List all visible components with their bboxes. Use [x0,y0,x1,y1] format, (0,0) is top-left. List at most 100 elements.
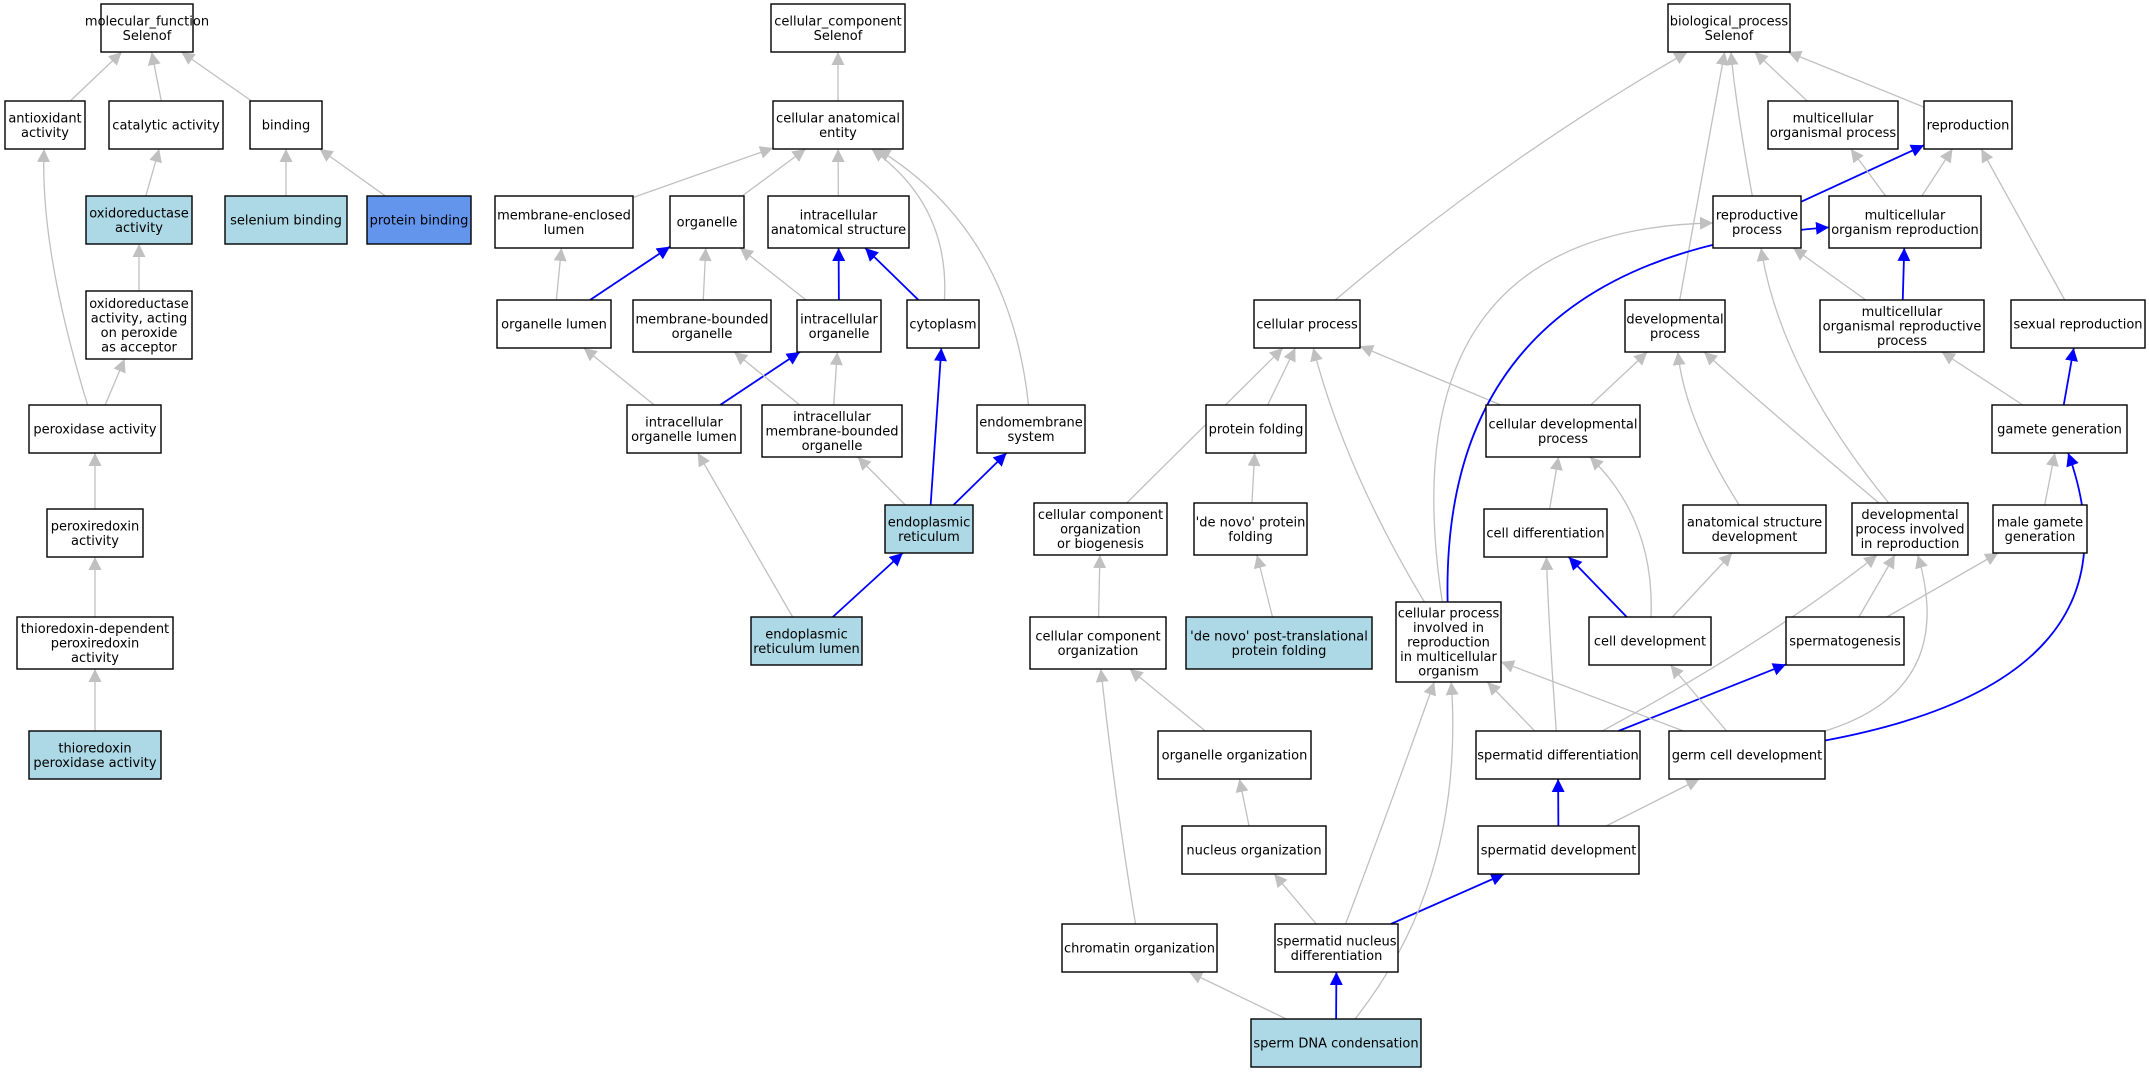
edge-catalytic-to-mf [147,51,162,102]
term-node-sexrepro[interactable]: sexual reproduction [2010,299,2146,349]
term-node-proteinbinding[interactable]: protein binding [366,195,472,245]
edge-erlumen-to-intorglumen [697,452,794,618]
edge-multirepro-to-reproduction [1921,148,1953,197]
term-label-line: peroxiredoxin [51,519,140,534]
term-box [1483,508,1608,558]
term-label-line: sexual reproduction [2013,318,2142,333]
term-node-spermatiddiff[interactable]: spermatid differentiation [1475,730,1641,780]
term-node-spermdna[interactable]: sperm DNA condensation [1250,1018,1422,1068]
term-node-germdev[interactable]: germ cell development [1668,730,1826,780]
term-box [770,3,906,53]
term-node-orgorg[interactable]: organelle organization [1157,730,1312,780]
edge-cellproc-to-bp [1334,51,1688,301]
term-node-thiodep[interactable]: thioredoxin-dependentperoxiredoxinactivi… [16,616,174,670]
term-label-line: cell development [1594,635,1706,650]
edge-ccorgbio-to-cellproc [1126,347,1284,504]
term-box [1029,616,1167,670]
term-node-catalytic[interactable]: catalytic activity [108,100,224,150]
edge-celldev-to-celldiff [1568,556,1628,618]
edge-peroxidase-to-oxperoxide [104,358,126,406]
edge-devrepro-to-devproc [1703,351,1880,504]
term-label-line: catalytic activity [112,119,220,134]
edge-spermatiddev-to-germdev [1605,778,1700,827]
term-node-celldev[interactable]: cell development [1588,616,1712,666]
edge-spermnuc-to-cellprocrepro [1344,681,1436,925]
term-label-line: intracellular [800,312,878,327]
term-label-line: membrane-bounded [765,425,898,440]
edge-spermatiddiff-to-celldiff [1540,556,1557,732]
edge-devrepro-to-reproproc [1756,247,1890,504]
term-label-line: chromatin organization [1064,942,1215,957]
term-node-protfold[interactable]: protein folding [1205,404,1307,454]
term-node-peroxidase[interactable]: peroxidase activity [28,404,162,454]
edge-peroxidase-to-antioxidant [37,148,89,406]
term-node-selenium[interactable]: selenium binding [224,195,348,245]
term-node-celldiff[interactable]: cell differentiation [1483,508,1608,558]
term-label-line: spermatid nucleus [1276,934,1396,949]
term-label-line: sperm DNA condensation [1253,1037,1418,1052]
edge-cellprocrepro-to-reproproc [1433,216,1714,603]
term-label-line: multicellular [1862,305,1943,320]
term-label-line: process involved [1855,523,1964,538]
term-node-cellproc[interactable]: cellular process [1253,299,1361,349]
edge-oxidoreductase-to-catalytic [145,148,162,197]
term-box [669,195,745,249]
term-node-organelle[interactable]: organelle [669,195,745,249]
term-box [1477,825,1640,875]
term-node-nucorg[interactable]: nucleus organization [1181,825,1327,875]
term-label-line: organism reproduction [1831,223,1979,238]
term-node-orglumen[interactable]: organelle lumen [496,299,612,349]
term-box [366,195,472,245]
edge-spermatiddiff-to-devrepro [1601,554,1878,732]
term-node-spermatogenesis[interactable]: spermatogenesis [1785,616,1905,666]
term-box [1682,504,1827,554]
edge-spermdna-to-cellprocrepro [1354,681,1459,1020]
term-label-line: process [1877,334,1927,349]
term-node-reproduction[interactable]: reproduction [1923,100,2013,150]
term-node-gamete[interactable]: gamete generation [1991,404,2128,454]
term-label-line: folding [1228,530,1273,545]
term-node-spermatiddev[interactable]: spermatid development [1477,825,1640,875]
term-node-chromorg[interactable]: chromatin organization [1061,923,1218,973]
term-box [1185,616,1373,670]
term-node-binding[interactable]: binding [249,100,323,150]
term-node-cytoplasm[interactable]: cytoplasm [906,299,980,349]
term-label-line: process [1650,327,1700,342]
term-box [1819,299,1985,353]
term-label-line: reticulum lumen [753,642,860,657]
edge-germdev-to-cellprocrepro [1500,660,1684,732]
